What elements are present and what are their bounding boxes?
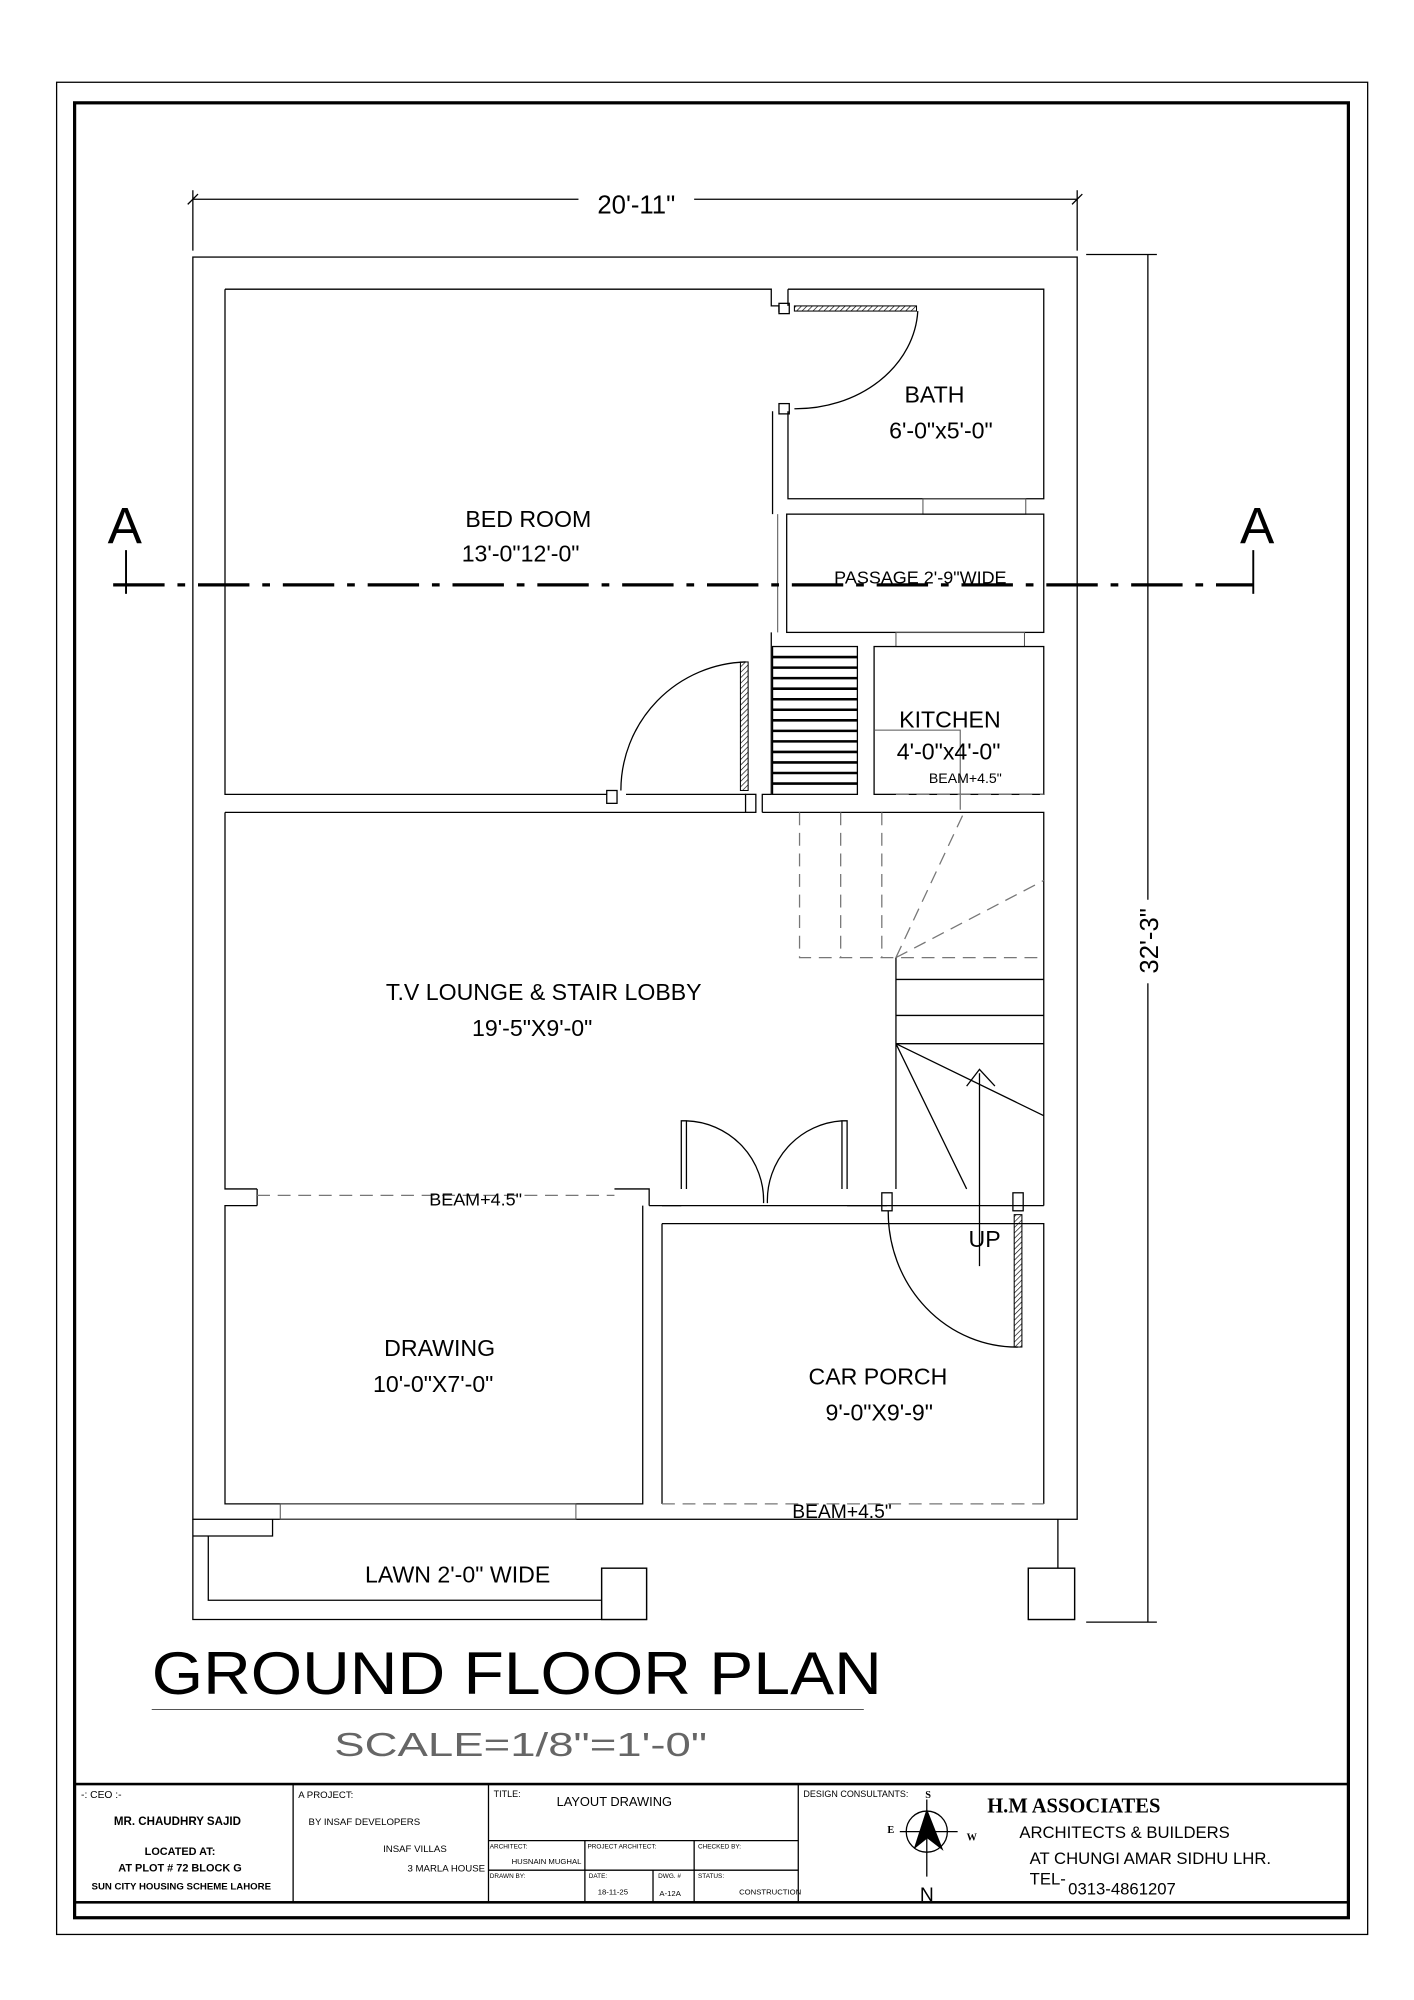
lounge-label: T.V LOUNGE & STAIR LOBBY xyxy=(386,979,702,1005)
drawing-scale: SCALE=1/8"=1'-0" xyxy=(334,1727,707,1764)
north-arrow-compass-icon xyxy=(899,1799,958,1877)
bath-door-leaf xyxy=(793,305,918,312)
compass-s: S xyxy=(925,1790,931,1801)
architect-label: ARCHITECT: xyxy=(490,1843,528,1850)
compass-e: E xyxy=(887,1825,894,1836)
location-line-1: AT PLOT # 72 BLOCK G xyxy=(118,1862,241,1874)
kitchen-beam-label: BEAM+4.5" xyxy=(929,770,1002,786)
title-block: -: CEO :- MR. CHAUDHRY SAJID LOCATED AT:… xyxy=(73,1782,1350,1906)
bedroom-door-leaf xyxy=(739,661,749,792)
sheet-inner-border xyxy=(73,101,1350,1920)
title-value: LAYOUT DRAWING xyxy=(557,1794,672,1809)
project-name: INSAF VILLAS xyxy=(383,1844,447,1855)
bedroom-walls xyxy=(224,288,780,813)
bath-size: 6'-0"x5'-0" xyxy=(889,417,993,443)
car-porch-label: CAR PORCH xyxy=(809,1363,948,1389)
lawn-walls xyxy=(192,1519,1076,1621)
status-label: STATUS: xyxy=(698,1873,724,1880)
architect-value: HUSNAIN MUGHAL xyxy=(512,1857,582,1866)
porch-door-leaf xyxy=(1013,1214,1023,1348)
section-mark-right: A xyxy=(1240,497,1275,555)
bath-door-swing xyxy=(794,311,919,410)
lounge-beam-label: BEAM+4.5" xyxy=(429,1190,522,1210)
drawing-label: DRAWING xyxy=(384,1335,495,1361)
kitchen-size: 4'-0"x4'-0" xyxy=(897,739,1001,765)
drawing-window xyxy=(279,1503,577,1520)
kitchen-label: KITCHEN xyxy=(899,707,1000,733)
bedroom-door-swing xyxy=(620,661,746,791)
project-architect-label: PROJECT ARCHITECT: xyxy=(587,1843,656,1850)
status-value: CONSTRUCTION xyxy=(739,1888,801,1897)
porch-door-swing xyxy=(887,1210,1019,1348)
section-mark-left: A xyxy=(108,497,143,555)
consultants-label: DESIGN CONSULTANTS: xyxy=(803,1789,908,1799)
dwg-value: A-12A xyxy=(659,1889,681,1898)
car-porch-beam-label: BEAM+4.5" xyxy=(792,1502,892,1523)
compass-n: N xyxy=(920,1885,934,1906)
located-label: LOCATED AT: xyxy=(145,1846,216,1858)
depth-dimension: 32'-3" xyxy=(1086,253,1164,1623)
sheet-outer-border xyxy=(55,81,1369,1936)
ceo-name: MR. CHAUDHRY SAJID xyxy=(114,1816,241,1828)
tel-label: TEL- xyxy=(1030,1869,1066,1888)
compass-w: W xyxy=(967,1833,978,1844)
project-label: A PROJECT: xyxy=(298,1790,353,1801)
passage-window xyxy=(895,631,1025,648)
location-line-2: SUN CITY HOUSING SCHEME LAHORE xyxy=(92,1881,272,1892)
bedroom-label: BED ROOM xyxy=(465,506,591,532)
drawing-size: 10'-0"X7'-0" xyxy=(373,1371,493,1397)
checked-by-label: CHECKED BY: xyxy=(698,1843,741,1850)
car-porch-size: 9'-0"X9'-9" xyxy=(825,1399,933,1425)
width-dimension: 20'-11" xyxy=(187,186,1083,251)
lounge-walls xyxy=(224,811,1045,1206)
firm-tagline: ARCHITECTS & BUILDERS xyxy=(1019,1823,1229,1842)
date-value: 18-11-25 xyxy=(598,1888,628,1897)
ceo-label: -: CEO :- xyxy=(81,1790,122,1801)
project-by: BY INSAF DEVELOPERS xyxy=(309,1817,421,1828)
width-dimension-text: 20'-11" xyxy=(597,191,675,219)
drawing-title: GROUND FLOOR PLAN xyxy=(152,1639,882,1707)
outer-wall xyxy=(192,256,1078,1520)
double-door xyxy=(649,1120,887,1207)
tel-value: 0313-4861207 xyxy=(1068,1880,1176,1899)
stair-up-label: UP xyxy=(969,1226,1001,1252)
drawn-by-label: DRAWN BY: xyxy=(490,1873,526,1880)
firm-name: H.M ASSOCIATES xyxy=(987,1795,1160,1817)
dwg-label: DWG. # xyxy=(658,1873,681,1880)
title-label: TITLE: xyxy=(494,1789,521,1799)
bath-label: BATH xyxy=(905,381,965,407)
car-porch-walls xyxy=(661,1223,1045,1504)
passage-label: PASSAGE 2'-9"WIDE xyxy=(834,568,1006,588)
lawn-label: LAWN 2'-0" WIDE xyxy=(365,1561,550,1587)
lounge-size: 19'-5"X9'-0" xyxy=(472,1015,592,1041)
bath-window xyxy=(922,498,1027,515)
depth-dimension-text: 32'-3" xyxy=(1136,908,1164,973)
stair-treads xyxy=(771,645,859,795)
bedroom-size: 13'-0"12'-0" xyxy=(462,541,580,567)
firm-address: AT CHUNGI AMAR SIDHU LHR. xyxy=(1030,1849,1271,1868)
date-label: DATE: xyxy=(589,1873,608,1880)
project-type: 3 MARLA HOUSE xyxy=(408,1863,486,1874)
